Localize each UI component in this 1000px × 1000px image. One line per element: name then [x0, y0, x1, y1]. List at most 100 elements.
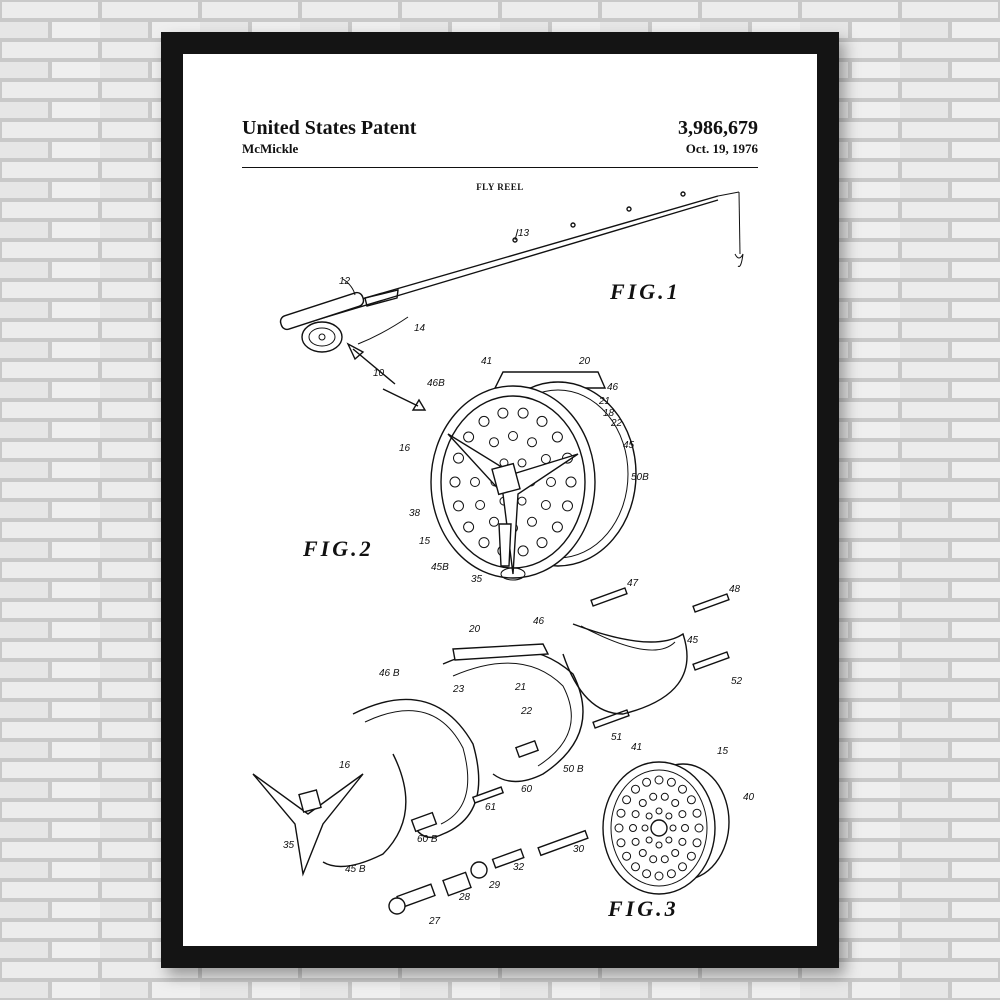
spool-hole: [645, 836, 653, 844]
ref-46B-b: 46 B: [379, 668, 400, 679]
spool-hole: [562, 500, 573, 512]
spool-hole: [649, 855, 658, 864]
spool-hole: [517, 458, 527, 468]
ref-60: 60: [521, 784, 533, 795]
ref-41a: 41: [481, 356, 492, 367]
spool-hole: [678, 784, 687, 794]
header-left: United States Patent McMickle: [242, 116, 416, 158]
spool-hole: [641, 824, 649, 832]
spool-hole: [629, 824, 637, 832]
spool-hole: [678, 837, 687, 846]
spool-hole: [449, 476, 461, 488]
spool-hole: [671, 799, 680, 807]
spool-hole: [631, 862, 640, 872]
ref-22a: 22: [610, 418, 623, 429]
ref-40: 40: [743, 792, 755, 803]
fig1-fishing-rod: [279, 191, 744, 411]
ref-15b: 15: [717, 746, 729, 757]
spool-hole: [642, 777, 652, 787]
ref-15a: 15: [419, 536, 431, 547]
spool-hole: [489, 437, 499, 448]
fig3-spool-holes: [614, 775, 704, 881]
spool-hole: [655, 807, 663, 815]
spool-hole: [649, 792, 658, 801]
ref-32: 32: [513, 862, 525, 873]
spool-hole: [622, 795, 632, 805]
ref-38: 38: [409, 508, 421, 519]
ref-23: 23: [452, 684, 465, 695]
spool-hole: [546, 477, 556, 487]
fig3-exploded-reel: [252, 587, 730, 915]
spool-hole: [478, 415, 490, 427]
ref-50B-b: 50 B: [563, 764, 584, 775]
ref-21a: 21: [598, 396, 610, 407]
spool-hole: [686, 851, 696, 861]
patent-date: Oct. 19, 1976: [685, 141, 758, 156]
spool-hole: [497, 407, 509, 419]
ref-52: 52: [731, 676, 743, 687]
ref-10: 10: [373, 368, 385, 379]
fig3-label: FIG.3: [607, 896, 679, 921]
fig2-label: FIG.2: [302, 536, 374, 561]
ref-50B-a: 50B: [631, 472, 649, 483]
ref-22b: 22: [520, 706, 533, 717]
ref-16a: 16: [399, 443, 411, 454]
spool-hole: [692, 838, 702, 848]
patent-title: United States Patent: [242, 117, 417, 139]
spool-hole: [616, 808, 626, 818]
fig2-assembled-reel: [430, 371, 637, 581]
spool-hole: [631, 810, 640, 819]
spool-hole: [654, 871, 664, 881]
spool-hole: [565, 476, 577, 488]
spool-hole: [453, 500, 464, 512]
ref-20a: 20: [578, 356, 591, 367]
ref-61: 61: [485, 802, 496, 813]
spool-hole: [551, 431, 563, 443]
ref-28: 28: [458, 892, 471, 903]
ref-46a: 46: [607, 382, 619, 393]
spool-hole: [463, 431, 475, 443]
spool-hole: [655, 841, 663, 849]
spool-hole: [622, 851, 632, 861]
ref-21b: 21: [514, 682, 526, 693]
ref-18: 18: [603, 408, 615, 419]
spool-hole: [517, 545, 529, 557]
patent-print: United States Patent McMickle 3,986,679 …: [183, 54, 817, 946]
spool-hole: [665, 812, 673, 820]
spool-hole: [475, 500, 486, 510]
picture-frame: United States Patent McMickle 3,986,679 …: [161, 32, 839, 968]
spool-hole: [645, 812, 653, 820]
spool-hole: [642, 869, 652, 879]
ref-13: 13: [518, 228, 530, 239]
spool-hole: [453, 452, 464, 464]
ref-47: 47: [627, 578, 639, 589]
spool-hole: [665, 836, 673, 844]
spool-hole: [671, 849, 680, 857]
ref-14: 14: [414, 323, 426, 334]
spool-hole: [678, 862, 687, 872]
fig1-label: FIG.1: [609, 279, 681, 304]
spool-hole: [508, 431, 518, 441]
header-right: 3,986,679 Oct. 19, 1976: [678, 116, 758, 158]
ref-45B-a: 45B: [431, 562, 449, 573]
spool-hole: [614, 823, 624, 833]
patent-number: 3,986,679: [678, 117, 758, 139]
ref-48: 48: [729, 584, 741, 595]
ref-27: 27: [428, 916, 441, 927]
spool-hole: [551, 521, 563, 533]
spool-hole: [694, 823, 704, 833]
spool-hole: [536, 415, 548, 427]
spool-hole: [660, 792, 669, 801]
header-rule: [242, 167, 758, 168]
ref-46B-a: 46B: [427, 378, 445, 389]
spool-hole: [478, 537, 490, 549]
spool-hole: [517, 496, 527, 506]
spool-hole: [527, 516, 537, 527]
ref-60B: 60 B: [417, 834, 438, 845]
spool-hole: [470, 477, 480, 487]
ref-12: 12: [339, 276, 351, 287]
spool-hole: [631, 784, 640, 794]
spool-hole: [692, 808, 702, 818]
spool-hole: [678, 810, 687, 819]
spool-hole: [536, 537, 548, 549]
